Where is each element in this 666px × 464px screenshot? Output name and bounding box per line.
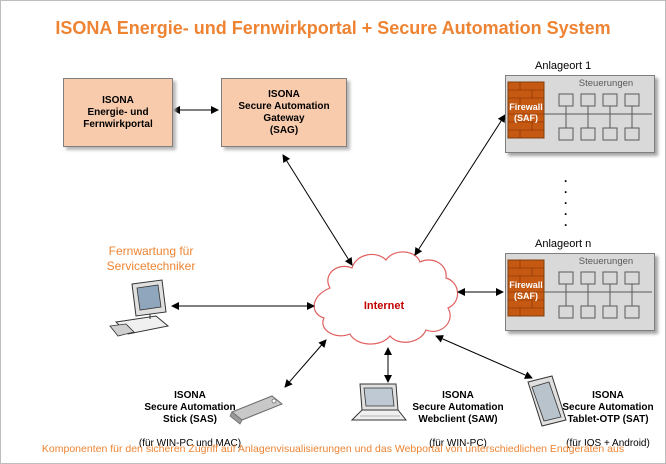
usb-stick-icon <box>229 395 283 425</box>
gateway-box: ISONA Secure Automation Gateway (SAG) <box>221 78 347 147</box>
stick-internet-arrow <box>284 339 327 388</box>
webclient-note: (für WIN-PC) <box>429 438 487 449</box>
webclient-name: ISONA Secure Automation Webclient (SAW) <box>412 390 504 425</box>
diagram-title: ISONA Energie- und Fernwirkportal + Secu… <box>55 18 611 38</box>
site-n-controls-label: Steuerungen <box>578 256 634 267</box>
stick-note: (für WIN-PC und MAC) <box>138 438 242 449</box>
site-n-controls-grid <box>507 259 652 319</box>
portal-box-label: ISONA Energie- und Fernwirkportal <box>83 94 153 130</box>
site-1-controls-grid <box>507 81 652 141</box>
site-n-title: Anlageort n <box>535 238 592 250</box>
site-1-controls-label: Steuerungen <box>578 78 634 89</box>
site-1-firewall-label: Firewall (SAF) <box>509 102 543 123</box>
gateway-internet-arrow <box>282 154 353 266</box>
site-n-panel: Steuerungen <box>505 253 655 331</box>
remote-maintenance-label: Fernwartung für Servicetechniker <box>106 244 196 273</box>
diagram-footer: Komponenten für den sicheren Zugriff auf… <box>41 443 625 455</box>
sites-ellipsis: · · · · · <box>564 174 568 232</box>
internet-site1-arrow <box>414 114 506 256</box>
site-1-title: Anlageort 1 <box>535 60 592 72</box>
laptop-icon <box>350 383 408 421</box>
stick-label: ISONA Secure Automation Stick (SAS) (für… <box>130 378 250 450</box>
tablet-name: ISONA Secure Automation Tablet-OTP (SAT) <box>562 390 654 425</box>
tablet-label: ISONA Secure Automation Tablet-OTP (SAT)… <box>558 378 658 450</box>
site-n-firewall-label: Firewall (SAF) <box>509 280 543 301</box>
site-n-firewall-icon <box>507 259 545 317</box>
stick-name: ISONA Secure Automation Stick (SAS) <box>144 390 236 425</box>
site-1-firewall-icon <box>507 81 545 139</box>
tablet-internet-arrow <box>435 335 533 379</box>
workstation-pc-icon <box>109 279 170 337</box>
site-1-panel: Steuerungen <box>505 75 655 153</box>
tablet-note: (für IOS + Android) <box>566 438 650 449</box>
internet-label: Internet <box>363 300 405 312</box>
portal-box: ISONA Energie- und Fernwirkportal <box>63 78 173 147</box>
gateway-box-label: ISONA Secure Automation Gateway (SAG) <box>238 88 330 136</box>
tablet-icon <box>527 375 567 427</box>
webclient-label: ISONA Secure Automation Webclient (SAW) … <box>408 378 508 450</box>
internet-cloud-icon <box>313 251 459 345</box>
